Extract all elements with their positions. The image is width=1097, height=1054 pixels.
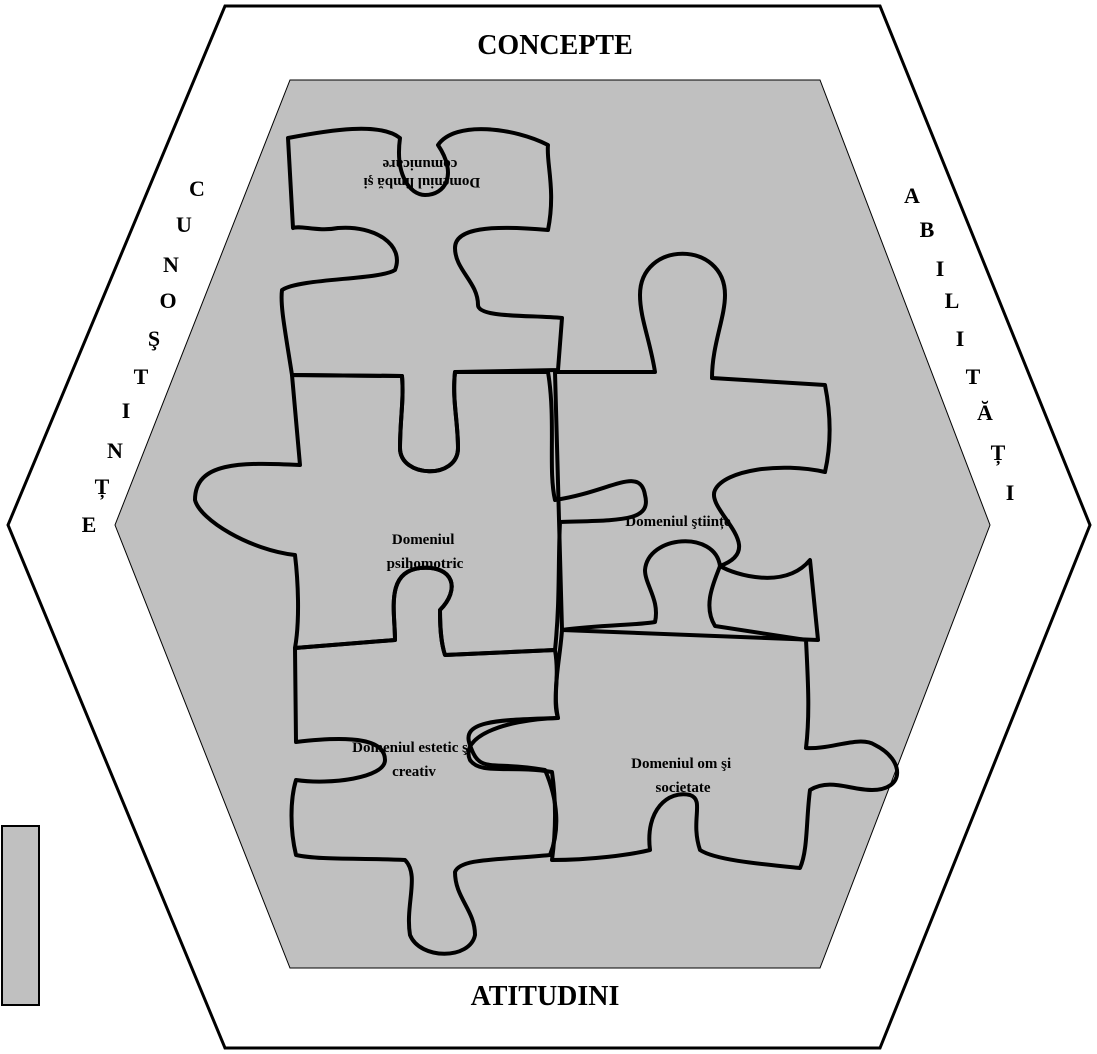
right-letter: Ț (991, 440, 1006, 466)
left-letter: U (176, 212, 192, 237)
bottom-label: ATITUDINI (471, 981, 620, 1012)
left-letter: E (82, 512, 97, 537)
left-letter: C (189, 176, 205, 201)
right-letter: I (936, 256, 945, 281)
side-box (2, 826, 39, 1005)
right-letter: T (966, 364, 981, 389)
left-letter: N (107, 438, 123, 463)
left-letter: I (122, 398, 131, 423)
label-sciences: Domeniul ştiințe (625, 514, 731, 530)
right-letter: L (945, 288, 960, 313)
right-letter: I (956, 326, 965, 351)
right-letter: A (904, 183, 920, 208)
right-letter: B (920, 217, 935, 242)
right-letter: Ă (977, 400, 993, 425)
top-label: CONCEPTE (477, 30, 633, 61)
left-letter: T (134, 364, 149, 389)
right-letter: I (1006, 480, 1015, 505)
left-letter: Ş (148, 326, 160, 351)
left-letter: N (163, 252, 179, 277)
left-letter: Ț (95, 474, 110, 500)
left-letter: O (159, 288, 176, 313)
